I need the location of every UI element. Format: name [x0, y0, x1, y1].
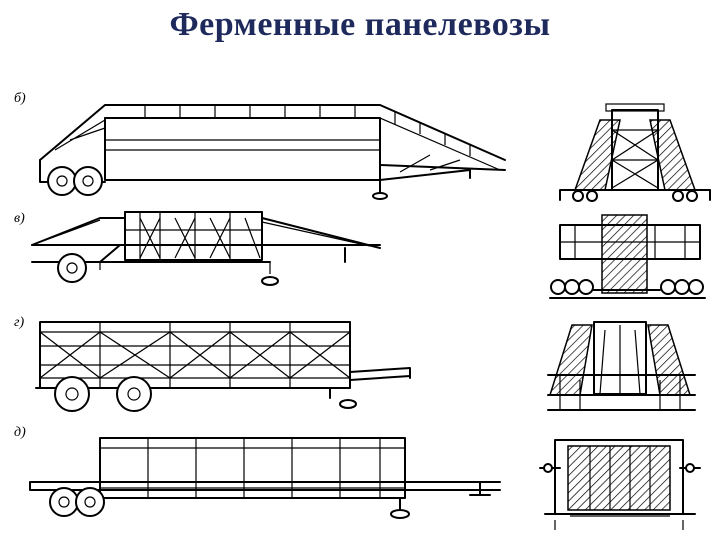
figure-label-d: д) — [14, 425, 26, 440]
trailer-side-view-v — [31, 211, 381, 286]
trailer-end-view-g — [547, 321, 696, 411]
slide-title: Ферменные панелевозы — [169, 6, 551, 43]
figure-label-b: б) — [14, 91, 26, 106]
figure-label-v: в) — [14, 211, 25, 226]
trailer-side-view-b — [39, 104, 506, 200]
trailer-end-view-d — [539, 439, 701, 530]
trailer-side-view-g — [35, 321, 411, 412]
trailer-end-view-v — [549, 214, 706, 299]
trailer-end-view-b — [559, 103, 711, 202]
trailer-side-view-d — [29, 437, 501, 519]
figure-label-g: г) — [14, 315, 24, 330]
